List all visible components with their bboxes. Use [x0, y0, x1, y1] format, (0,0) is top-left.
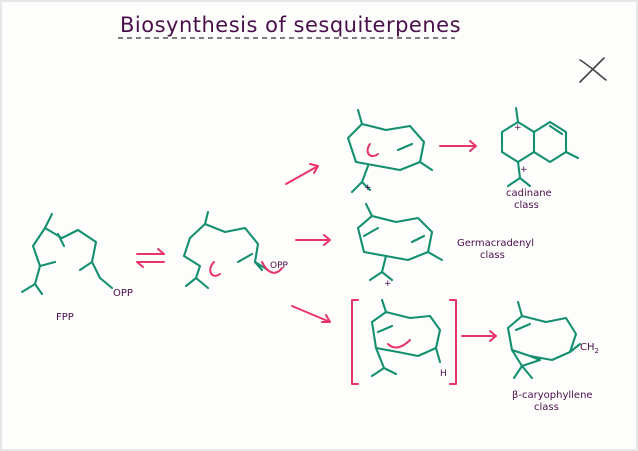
plus-charge-1: +: [364, 183, 372, 193]
germacrene-cation-top: [346, 108, 434, 194]
germacradienyl-label-1: Germacradenyl: [457, 238, 534, 249]
arrow-to-cadinane: [439, 140, 477, 152]
curved-arrow-4: [387, 339, 411, 349]
bracket-left: [351, 299, 359, 385]
fpp-label: FPP: [56, 312, 74, 323]
close-icon[interactable]: [579, 57, 607, 83]
germacradienyl-label-2: class: [480, 250, 505, 261]
intermediate-opp-label: OPP: [270, 261, 289, 271]
fpp-opp-label: OPP: [113, 288, 133, 299]
arrow-to-caryophyllene: [461, 330, 497, 342]
caryophyllene-label-1: β-caryophyllene: [512, 390, 593, 401]
curved-arrow-1: [209, 261, 221, 277]
cadinane-structure: [500, 106, 580, 188]
cadinane-label-2: class: [514, 200, 539, 211]
bracket-right: [449, 299, 457, 385]
equilibrium-arrow: [136, 248, 165, 268]
caryophyllene-structure: [506, 300, 582, 380]
caryophyllene-precursor: [370, 298, 442, 378]
germacradienyl-structure: [356, 202, 444, 282]
diagram-title: Biosynthesis of sesquiterpenes: [120, 13, 461, 37]
plus-charge-3: +: [520, 165, 528, 175]
intermediate-structure: [182, 210, 270, 290]
arrow-to-caryophyllene-precursor: [291, 305, 331, 323]
plus-charge-2: +: [514, 123, 522, 133]
curved-arrow-3: [366, 143, 379, 158]
arrow-to-germacradienyl: [295, 234, 331, 246]
curved-arrow-2: [261, 261, 283, 274]
arrow-to-cadinane-precursor: [285, 163, 319, 185]
cadinane-label-1: cadinane: [506, 188, 552, 199]
ch2-label: CH2: [580, 342, 599, 355]
plus-charge-4: +: [384, 279, 392, 289]
fpp-structure: [20, 212, 114, 296]
caryophyllene-label-2: class: [534, 402, 559, 413]
hydrogen-label: H: [440, 369, 447, 379]
